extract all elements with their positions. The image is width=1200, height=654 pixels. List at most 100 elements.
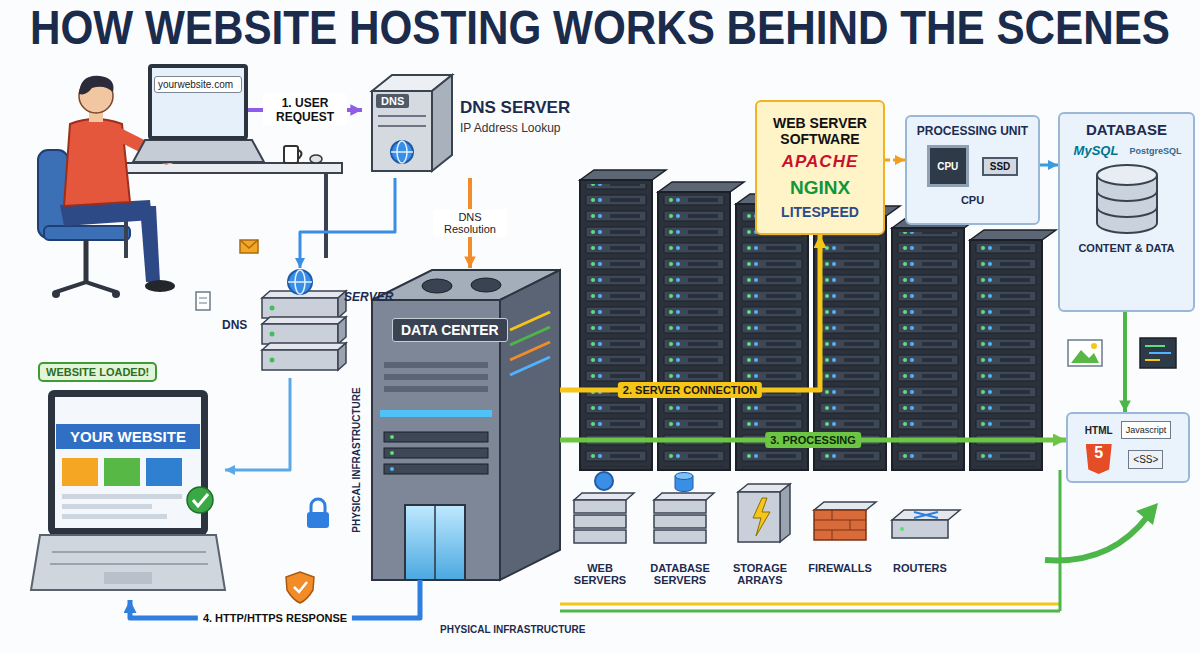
website-laptop-drawing — [104, 458, 140, 486]
part-caption: CPU — [913, 194, 1032, 206]
envelope-icon — [240, 240, 258, 253]
data-center: DATA CENTER — [372, 268, 560, 580]
server-rack — [658, 192, 730, 470]
firewall-icon — [832, 510, 833, 520]
data-center-building — [500, 270, 560, 580]
side-label: DNS — [222, 318, 247, 332]
dns-server-stack — [288, 270, 312, 294]
user-figure — [140, 206, 160, 282]
floor-cables — [560, 610, 1060, 613]
data-center-building — [384, 374, 488, 380]
data-center-building — [390, 435, 394, 439]
database-server-icon — [654, 530, 706, 543]
dns-server-stack — [262, 350, 338, 370]
diagram-title: HOW WEBSITE HOSTING WORKS BEHIND THE SCE… — [30, 2, 1170, 55]
server-rack — [580, 180, 652, 470]
dns-server-icon — [378, 115, 426, 117]
software-name: APACHE — [782, 152, 859, 172]
website-laptop-drawing — [62, 504, 152, 509]
user-figure — [79, 76, 113, 95]
website-laptop-drawing — [50, 563, 208, 565]
office-chair — [112, 290, 120, 298]
equipment-label: DATABASE SERVERS — [642, 562, 718, 586]
output-arrow — [1045, 516, 1148, 560]
dns-server-stack — [270, 306, 275, 311]
floor-cables — [560, 470, 1060, 611]
edge-label: 2. SERVER CONNECTION — [618, 382, 762, 398]
web-server-icon — [574, 500, 626, 513]
data-center-building — [384, 386, 488, 392]
data-center-building — [384, 362, 488, 368]
connector-arrow — [300, 178, 395, 268]
data-center-building — [384, 448, 488, 458]
node-subheading: IP Address Lookup — [460, 121, 561, 135]
server-rack — [736, 204, 808, 470]
firewall-icon — [814, 510, 866, 540]
firewall-icon — [814, 502, 876, 510]
coffee-mug — [284, 146, 322, 163]
edge-label: 4. HTTP/HTTPS RESPONSE — [198, 610, 352, 626]
lock-icon — [307, 512, 329, 528]
data-center-building — [510, 357, 550, 375]
data-center-building — [422, 279, 452, 293]
web-server-icon — [574, 472, 634, 543]
data-center-building — [434, 505, 436, 580]
web-server-icon — [574, 493, 634, 500]
software-name: LITESPEED — [781, 204, 859, 220]
code-file-icon — [1145, 345, 1165, 347]
equipment-label: ROUTERS — [882, 562, 958, 574]
dns-server-icon — [391, 151, 413, 153]
dns-server: DNSDNS SERVERIP Address Lookup — [362, 68, 574, 178]
database-server-icon — [654, 493, 714, 500]
output-arrow — [1045, 503, 1158, 560]
dns-server-stack — [262, 270, 346, 370]
dns-server-stack — [262, 343, 346, 350]
website-laptop-drawing — [55, 397, 201, 528]
data-center-building — [372, 300, 500, 580]
status-bubble: WEBSITE LOADED! — [38, 362, 157, 382]
edge-label: DNS Resolution — [433, 209, 507, 237]
connector-arrow — [1123, 312, 1127, 412]
site-banner: YOUR WEBSITE — [56, 424, 200, 449]
router-icon — [892, 510, 960, 520]
file-card: <SS> — [1128, 450, 1163, 469]
image-file-icon — [1068, 340, 1102, 366]
file-card: Javascript — [1121, 421, 1172, 439]
firewall-icon — [814, 530, 866, 531]
database-logo: PostgreSQL — [1129, 146, 1181, 156]
file-type: HTML — [1085, 425, 1113, 436]
lock-icon — [311, 499, 325, 512]
data-center-building — [384, 464, 488, 474]
server-rack — [736, 194, 822, 470]
database-box: DATABASEMySQLPostgreSQLCONTENT & DATA — [1058, 112, 1195, 312]
address-bar: yourwebsite.com — [154, 76, 242, 93]
document-icon — [199, 298, 207, 299]
server-rack — [970, 244, 1042, 468]
panel-heading: WEB SERVER SOFTWARE — [763, 115, 877, 147]
lock-icon — [307, 499, 329, 528]
server-tag: DNS — [376, 94, 409, 108]
coffee-mug — [298, 150, 302, 159]
server-rack — [580, 184, 652, 468]
side-label: SERVER — [344, 290, 393, 304]
part-caption: CONTENT & DATA — [1066, 242, 1187, 254]
firewall-icon — [850, 520, 851, 530]
dns-server-stack — [338, 343, 346, 370]
dns-server-stack — [262, 324, 338, 344]
envelope-icon — [240, 240, 258, 248]
code-file-icon — [1140, 338, 1176, 368]
server-rack — [892, 218, 978, 470]
website-laptop-drawing — [62, 494, 182, 499]
section-label: PHYSICAL INFRASTRUCTURE — [351, 387, 362, 532]
connector-arrow — [1040, 164, 1058, 167]
storage-array-icon — [780, 484, 790, 542]
user-figure — [145, 280, 175, 292]
shield-icon — [294, 582, 307, 592]
server-rack — [892, 232, 964, 468]
web-server-icon — [595, 472, 613, 490]
equipment-label: FIREWALLS — [802, 562, 878, 574]
connector-arrow — [885, 159, 905, 162]
server-rack — [736, 208, 808, 468]
floor-cables — [560, 603, 1060, 606]
office-chair — [56, 282, 116, 292]
